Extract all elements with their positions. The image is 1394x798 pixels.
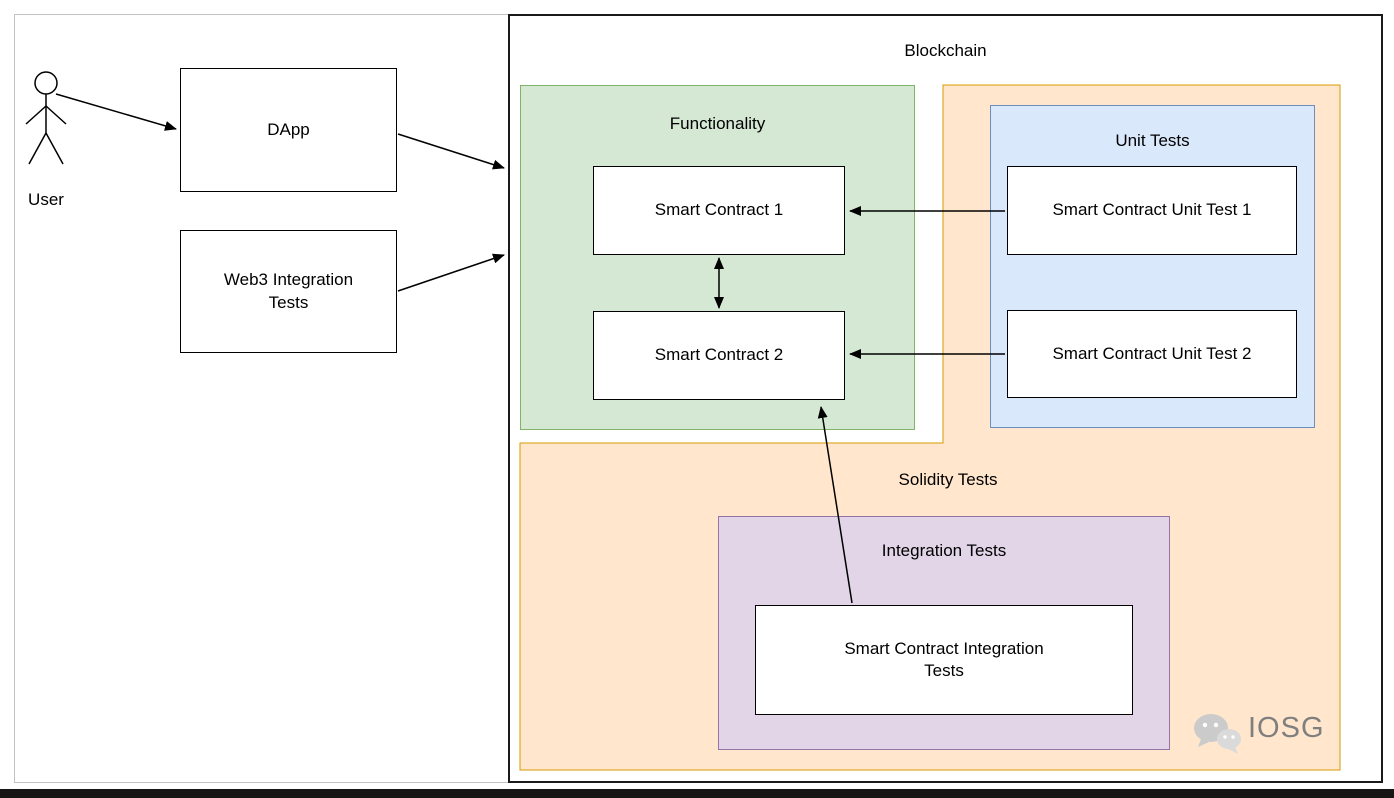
wechat-icon: [1194, 714, 1241, 754]
smart-contract-2-node: Smart Contract 2: [593, 311, 845, 400]
smart-contract-integration-tests-label: Smart Contract Integration Tests: [844, 638, 1044, 680]
dapp-node-label: DApp: [267, 119, 310, 139]
smart-contract-unit-test-1-label: Smart Contract Unit Test 1: [1052, 200, 1252, 220]
smart-contract-unit-test-2-label: Smart Contract Unit Test 2: [1052, 343, 1252, 363]
solidity-tests-label: Solidity Tests: [898, 470, 998, 489]
blockchain-label: Blockchain: [904, 41, 987, 60]
dapp-node: DApp: [180, 68, 397, 192]
web3-integration-tests-node: Web3 Integration Tests: [180, 230, 397, 353]
smart-contract-1-node: Smart Contract 1: [593, 166, 845, 255]
integration-tests-label: Integration Tests: [881, 541, 1007, 560]
user-label: User: [28, 190, 64, 209]
smart-contract-2-label: Smart Contract 2: [654, 345, 784, 365]
bottom-bar: [0, 789, 1394, 798]
web3-integration-tests-label: Web3 Integration Tests: [223, 270, 354, 312]
smart-contract-integration-tests-node: Smart Contract Integration Tests: [755, 605, 1133, 715]
iosg-watermark: IOSG: [1248, 712, 1325, 744]
smart-contract-unit-test-2-node: Smart Contract Unit Test 2: [1007, 310, 1297, 398]
unit-tests-label: Unit Tests: [1115, 131, 1190, 150]
functionality-label: Functionality: [669, 114, 766, 133]
smart-contract-unit-test-1-node: Smart Contract Unit Test 1: [1007, 166, 1297, 255]
smart-contract-1-label: Smart Contract 1: [654, 200, 784, 220]
